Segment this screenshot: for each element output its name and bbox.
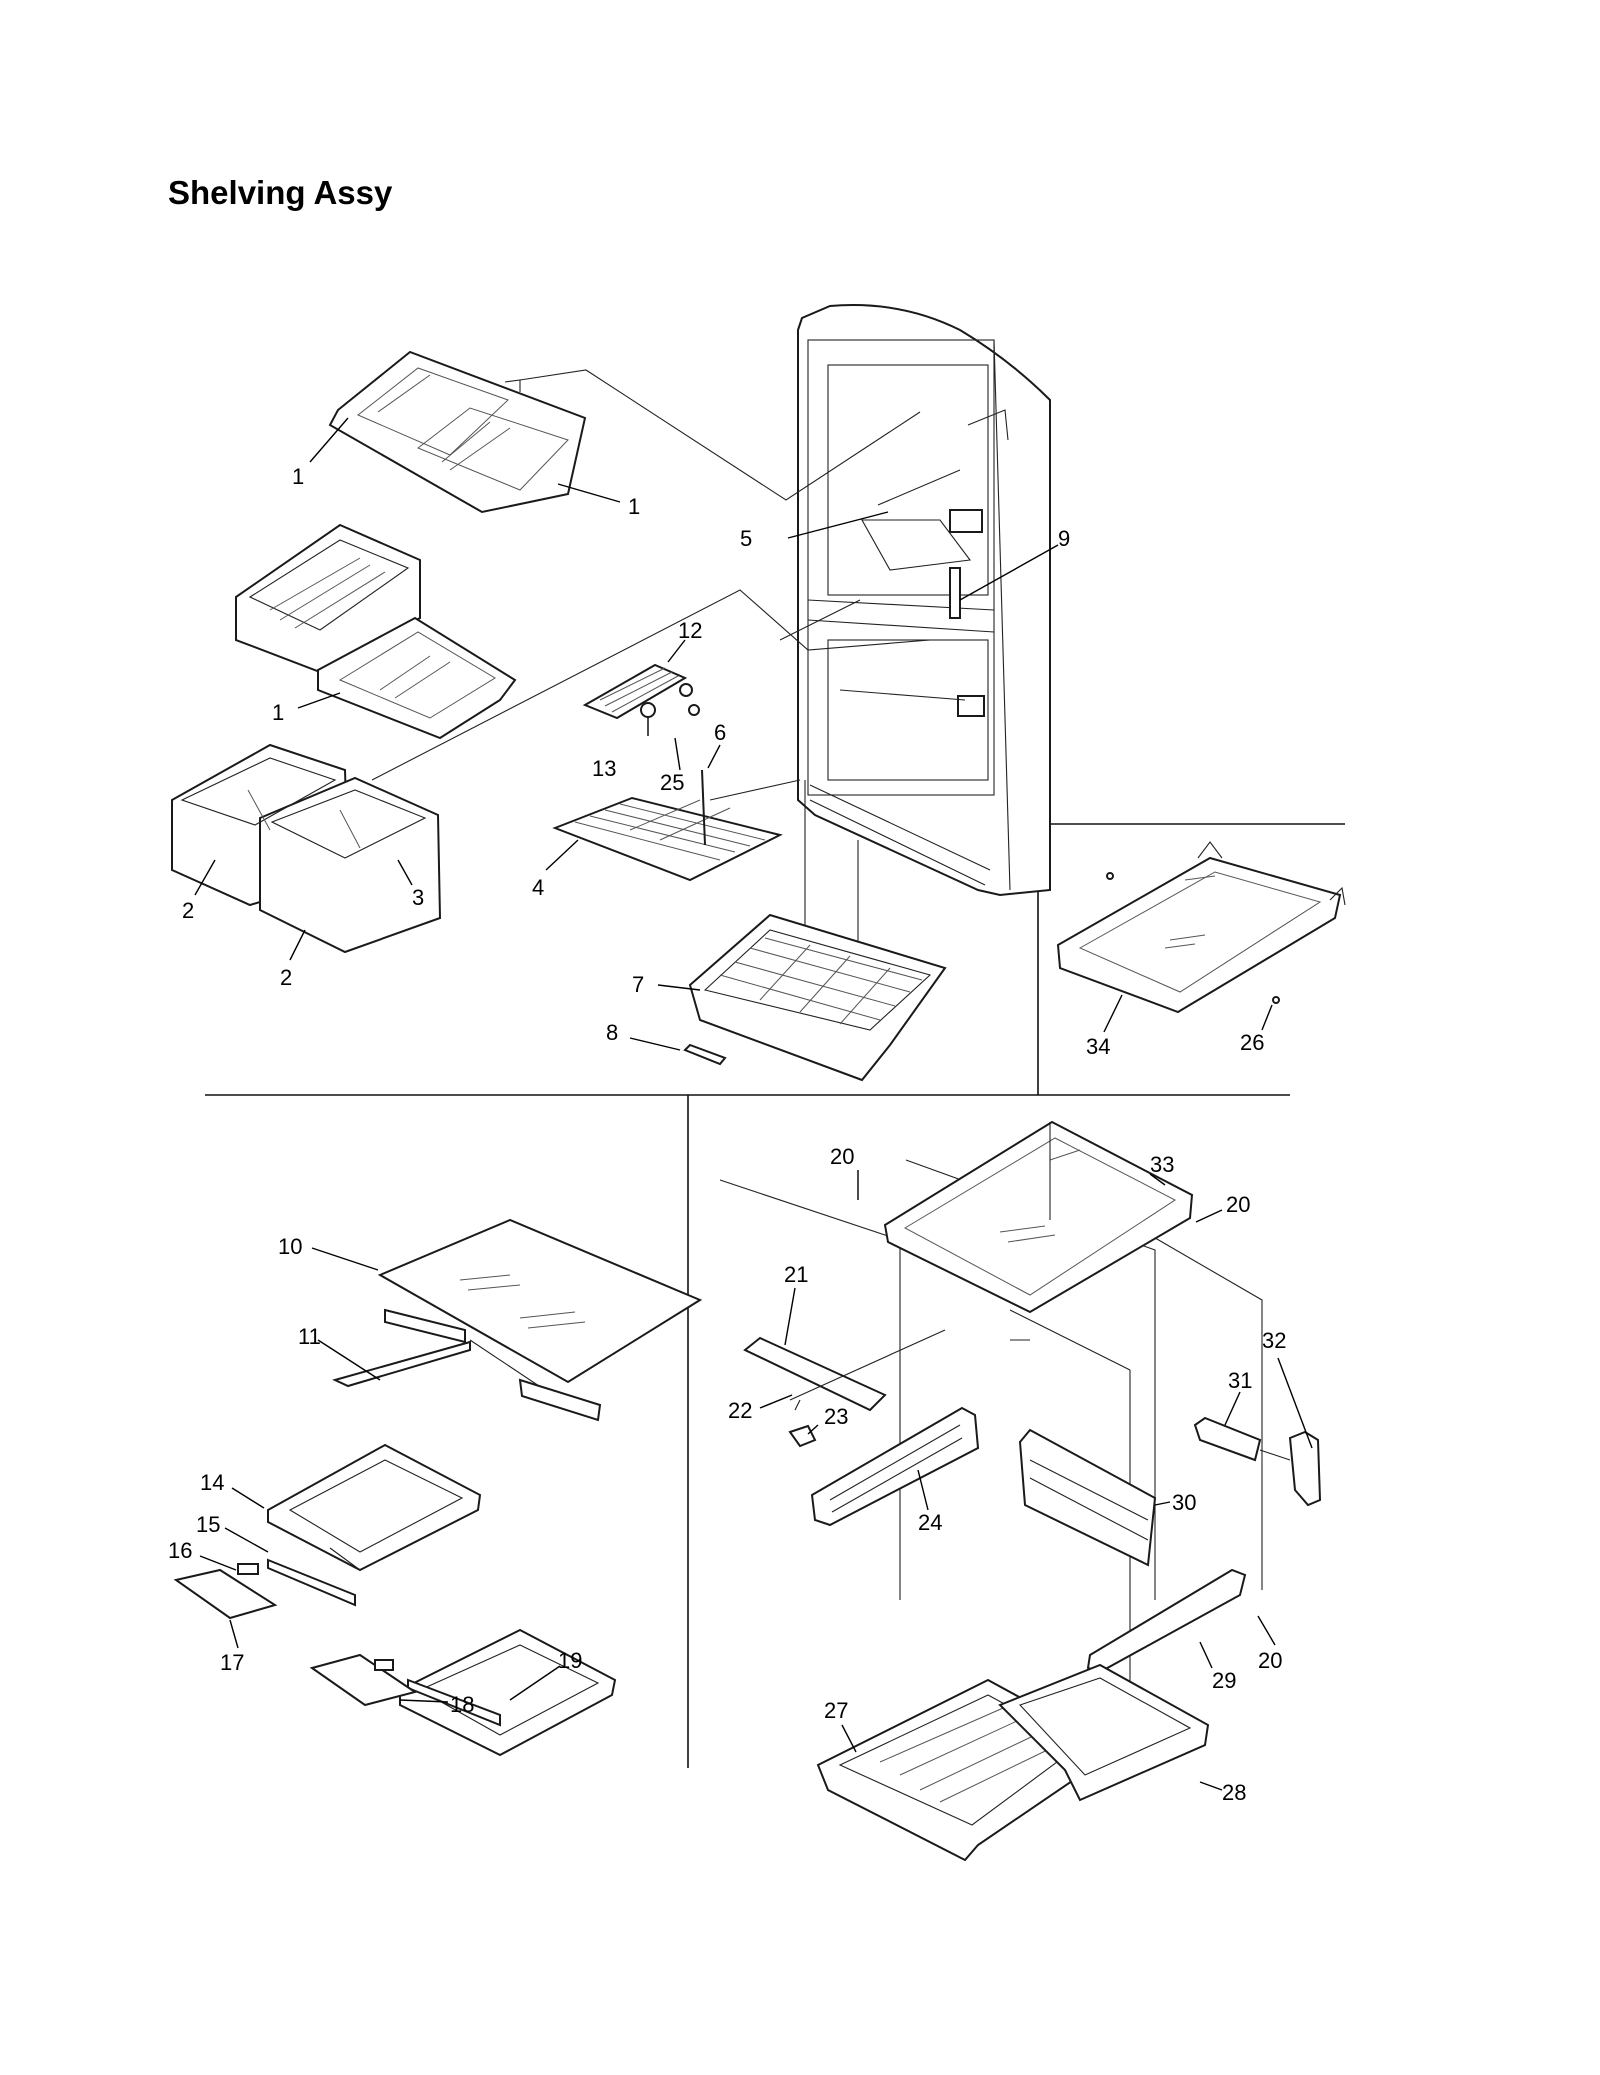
shelf-assembly-1-lower [317, 616, 517, 740]
callout-20: 20 [830, 1144, 854, 1169]
rail-21 [743, 1329, 946, 1448]
wire-shelf-4 [552, 769, 783, 882]
callout-4: 4 [532, 875, 544, 900]
glass-shelf-33 [883, 1120, 1194, 1314]
callout-24: 24 [918, 1510, 942, 1535]
callout-16: 16 [168, 1538, 192, 1563]
callout-1: 1 [292, 464, 304, 489]
callout-2: 2 [182, 898, 194, 923]
callout-25: 25 [660, 770, 684, 795]
control-31 [1193, 1416, 1291, 1462]
callout-27: 27 [824, 1698, 848, 1723]
callout-1: 1 [272, 700, 284, 725]
glass-panel-10 [377, 1218, 703, 1384]
callout-8: 8 [606, 1020, 618, 1045]
callout-15: 15 [196, 1512, 220, 1537]
callout-32: 32 [1262, 1328, 1286, 1353]
callout-2: 2 [280, 965, 292, 990]
callout-33: 33 [1150, 1152, 1174, 1177]
callout-34: 34 [1086, 1034, 1110, 1059]
leader-lines [194, 417, 1313, 1791]
rack-assembly-12 [582, 663, 700, 720]
callout-28: 28 [1222, 1780, 1246, 1805]
drawer-rails-15-18 [173, 1558, 501, 1727]
callout-13: 13 [592, 756, 616, 781]
basket-handle-8 [683, 1043, 727, 1066]
callout-20: 20 [1258, 1648, 1282, 1673]
callout-6: 6 [714, 720, 726, 745]
drawer-frame-19 [399, 1628, 617, 1757]
callout-1: 1 [628, 494, 640, 519]
shelf-assembly-1-top [328, 350, 587, 514]
callout-12: 12 [678, 618, 702, 643]
refrigerator-cabinet [797, 304, 1051, 897]
callout-23: 23 [824, 1404, 848, 1429]
callout-5: 5 [740, 526, 752, 551]
control-cover-32 [1288, 1430, 1322, 1507]
slide-29 [1086, 1568, 1247, 1674]
callout-31: 31 [1228, 1368, 1252, 1393]
callout-30: 30 [1172, 1490, 1196, 1515]
wire-basket-7 [688, 913, 947, 1082]
glass-shelf-34 [1056, 841, 1346, 1014]
callout-9: 9 [1058, 526, 1070, 551]
callout-29: 29 [1212, 1668, 1236, 1693]
callout-17: 17 [220, 1650, 244, 1675]
callout-14: 14 [200, 1470, 224, 1495]
callout-3: 3 [412, 885, 424, 910]
crisper-drawer-upper [235, 523, 421, 674]
drawer-frame-14 [267, 1443, 482, 1572]
callout-18: 18 [450, 1692, 474, 1717]
callout-19: 19 [558, 1648, 582, 1673]
callout-10: 10 [278, 1234, 302, 1259]
slide-24 [810, 1406, 980, 1527]
pan-28 [998, 1663, 1210, 1802]
frame-11 [332, 1308, 602, 1422]
callout-7: 7 [632, 972, 644, 997]
callout-22: 22 [728, 1398, 752, 1423]
callouts: 1 1 1 2 2 3 4 5 6 7 8 9 10 11 12 13 14 1… [168, 464, 1286, 1805]
callout-26: 26 [1240, 1030, 1264, 1055]
crisper-drawers-2 [171, 743, 442, 954]
callout-11: 11 [298, 1324, 321, 1349]
page-title: Shelving Assy [168, 174, 393, 211]
slide-30 [1018, 1428, 1157, 1567]
callout-21: 21 [784, 1262, 808, 1287]
callout-20: 20 [1226, 1192, 1250, 1217]
